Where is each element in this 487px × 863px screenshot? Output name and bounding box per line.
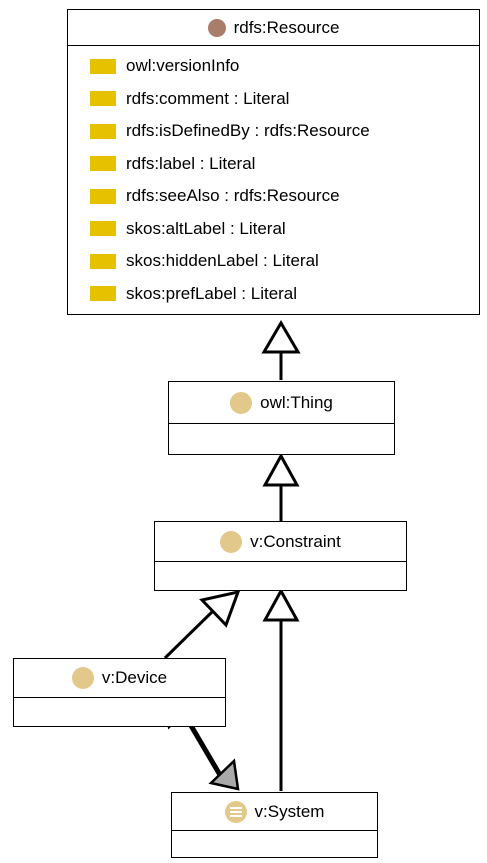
class-box-v-system[interactable]: v:System <box>171 792 378 858</box>
attribute-label: rdfs:isDefinedBy : rdfs:Resource <box>126 121 370 141</box>
attribute-icon <box>90 123 116 139</box>
attribute-item[interactable]: skos:prefLabel : Literal <box>68 278 479 311</box>
edge-device-to-constraint <box>163 608 216 660</box>
gray-arrowhead-icon <box>208 758 240 791</box>
class-name: v:Device <box>101 668 168 687</box>
attribute-item[interactable]: owl:versionInfo <box>68 50 479 83</box>
attribute-item[interactable]: rdfs:isDefinedBy : rdfs:Resource <box>68 115 479 148</box>
hollow-arrowhead-icon <box>262 587 300 622</box>
class-box-v-constraint[interactable]: v:Constraint <box>154 521 407 591</box>
class-header: owl:Thing <box>169 382 394 424</box>
attribute-label: skos:hiddenLabel : Literal <box>126 251 319 271</box>
attribute-item[interactable]: rdfs:comment : Literal <box>68 83 479 116</box>
circle-icon <box>207 18 226 37</box>
class-box-v-device[interactable]: v:Device <box>13 658 226 727</box>
attribute-icon <box>90 253 116 269</box>
attribute-item[interactable]: rdfs:label : Literal <box>68 148 479 181</box>
class-name: v:Constraint <box>250 531 341 551</box>
attribute-icon <box>90 58 116 74</box>
attribute-item[interactable]: skos:hiddenLabel : Literal <box>68 245 479 278</box>
class-box-rdfs-resource[interactable]: rdfs:Resource owl:versionInfo rdfs:comme… <box>67 9 480 315</box>
equivalent-class-icon <box>224 800 247 823</box>
class-box-owl-thing[interactable]: owl:Thing <box>168 381 395 455</box>
attribute-label: rdfs:label : Literal <box>126 153 256 173</box>
attribute-icon <box>90 91 116 107</box>
attribute-label: rdfs:seeAlso : rdfs:Resource <box>126 186 340 206</box>
attribute-label: skos:altLabel : Literal <box>126 218 286 238</box>
class-header: rdfs:Resource <box>68 10 479 46</box>
class-name: rdfs:Resource <box>233 17 340 37</box>
attribute-label: owl:versionInfo <box>126 56 240 76</box>
attribute-item[interactable]: rdfs:seeAlso : rdfs:Resource <box>68 180 479 213</box>
class-header: v:System <box>172 793 377 831</box>
class-name: owl:Thing <box>260 392 333 412</box>
class-name: v:System <box>254 801 325 821</box>
attribute-icon <box>90 188 116 204</box>
attribute-label: skos:prefLabel : Literal <box>126 283 298 303</box>
attribute-list: owl:versionInfo rdfs:comment : Literal r… <box>68 46 479 310</box>
attribute-icon <box>90 221 116 237</box>
class-header: v:Constraint <box>155 522 406 562</box>
attribute-item[interactable]: skos:altLabel : Literal <box>68 213 479 246</box>
hollow-arrowhead-icon <box>261 320 301 354</box>
hollow-arrowhead-icon <box>199 589 241 628</box>
attribute-icon <box>90 286 116 302</box>
hollow-arrowhead-icon <box>262 452 300 487</box>
class-header: v:Device <box>14 659 225 698</box>
circle-icon <box>220 530 243 553</box>
circle-icon <box>71 667 94 689</box>
circle-icon <box>230 391 253 414</box>
equivalent-lines <box>229 806 242 817</box>
attribute-icon <box>90 156 116 172</box>
attribute-label: rdfs:comment : Literal <box>126 88 290 108</box>
